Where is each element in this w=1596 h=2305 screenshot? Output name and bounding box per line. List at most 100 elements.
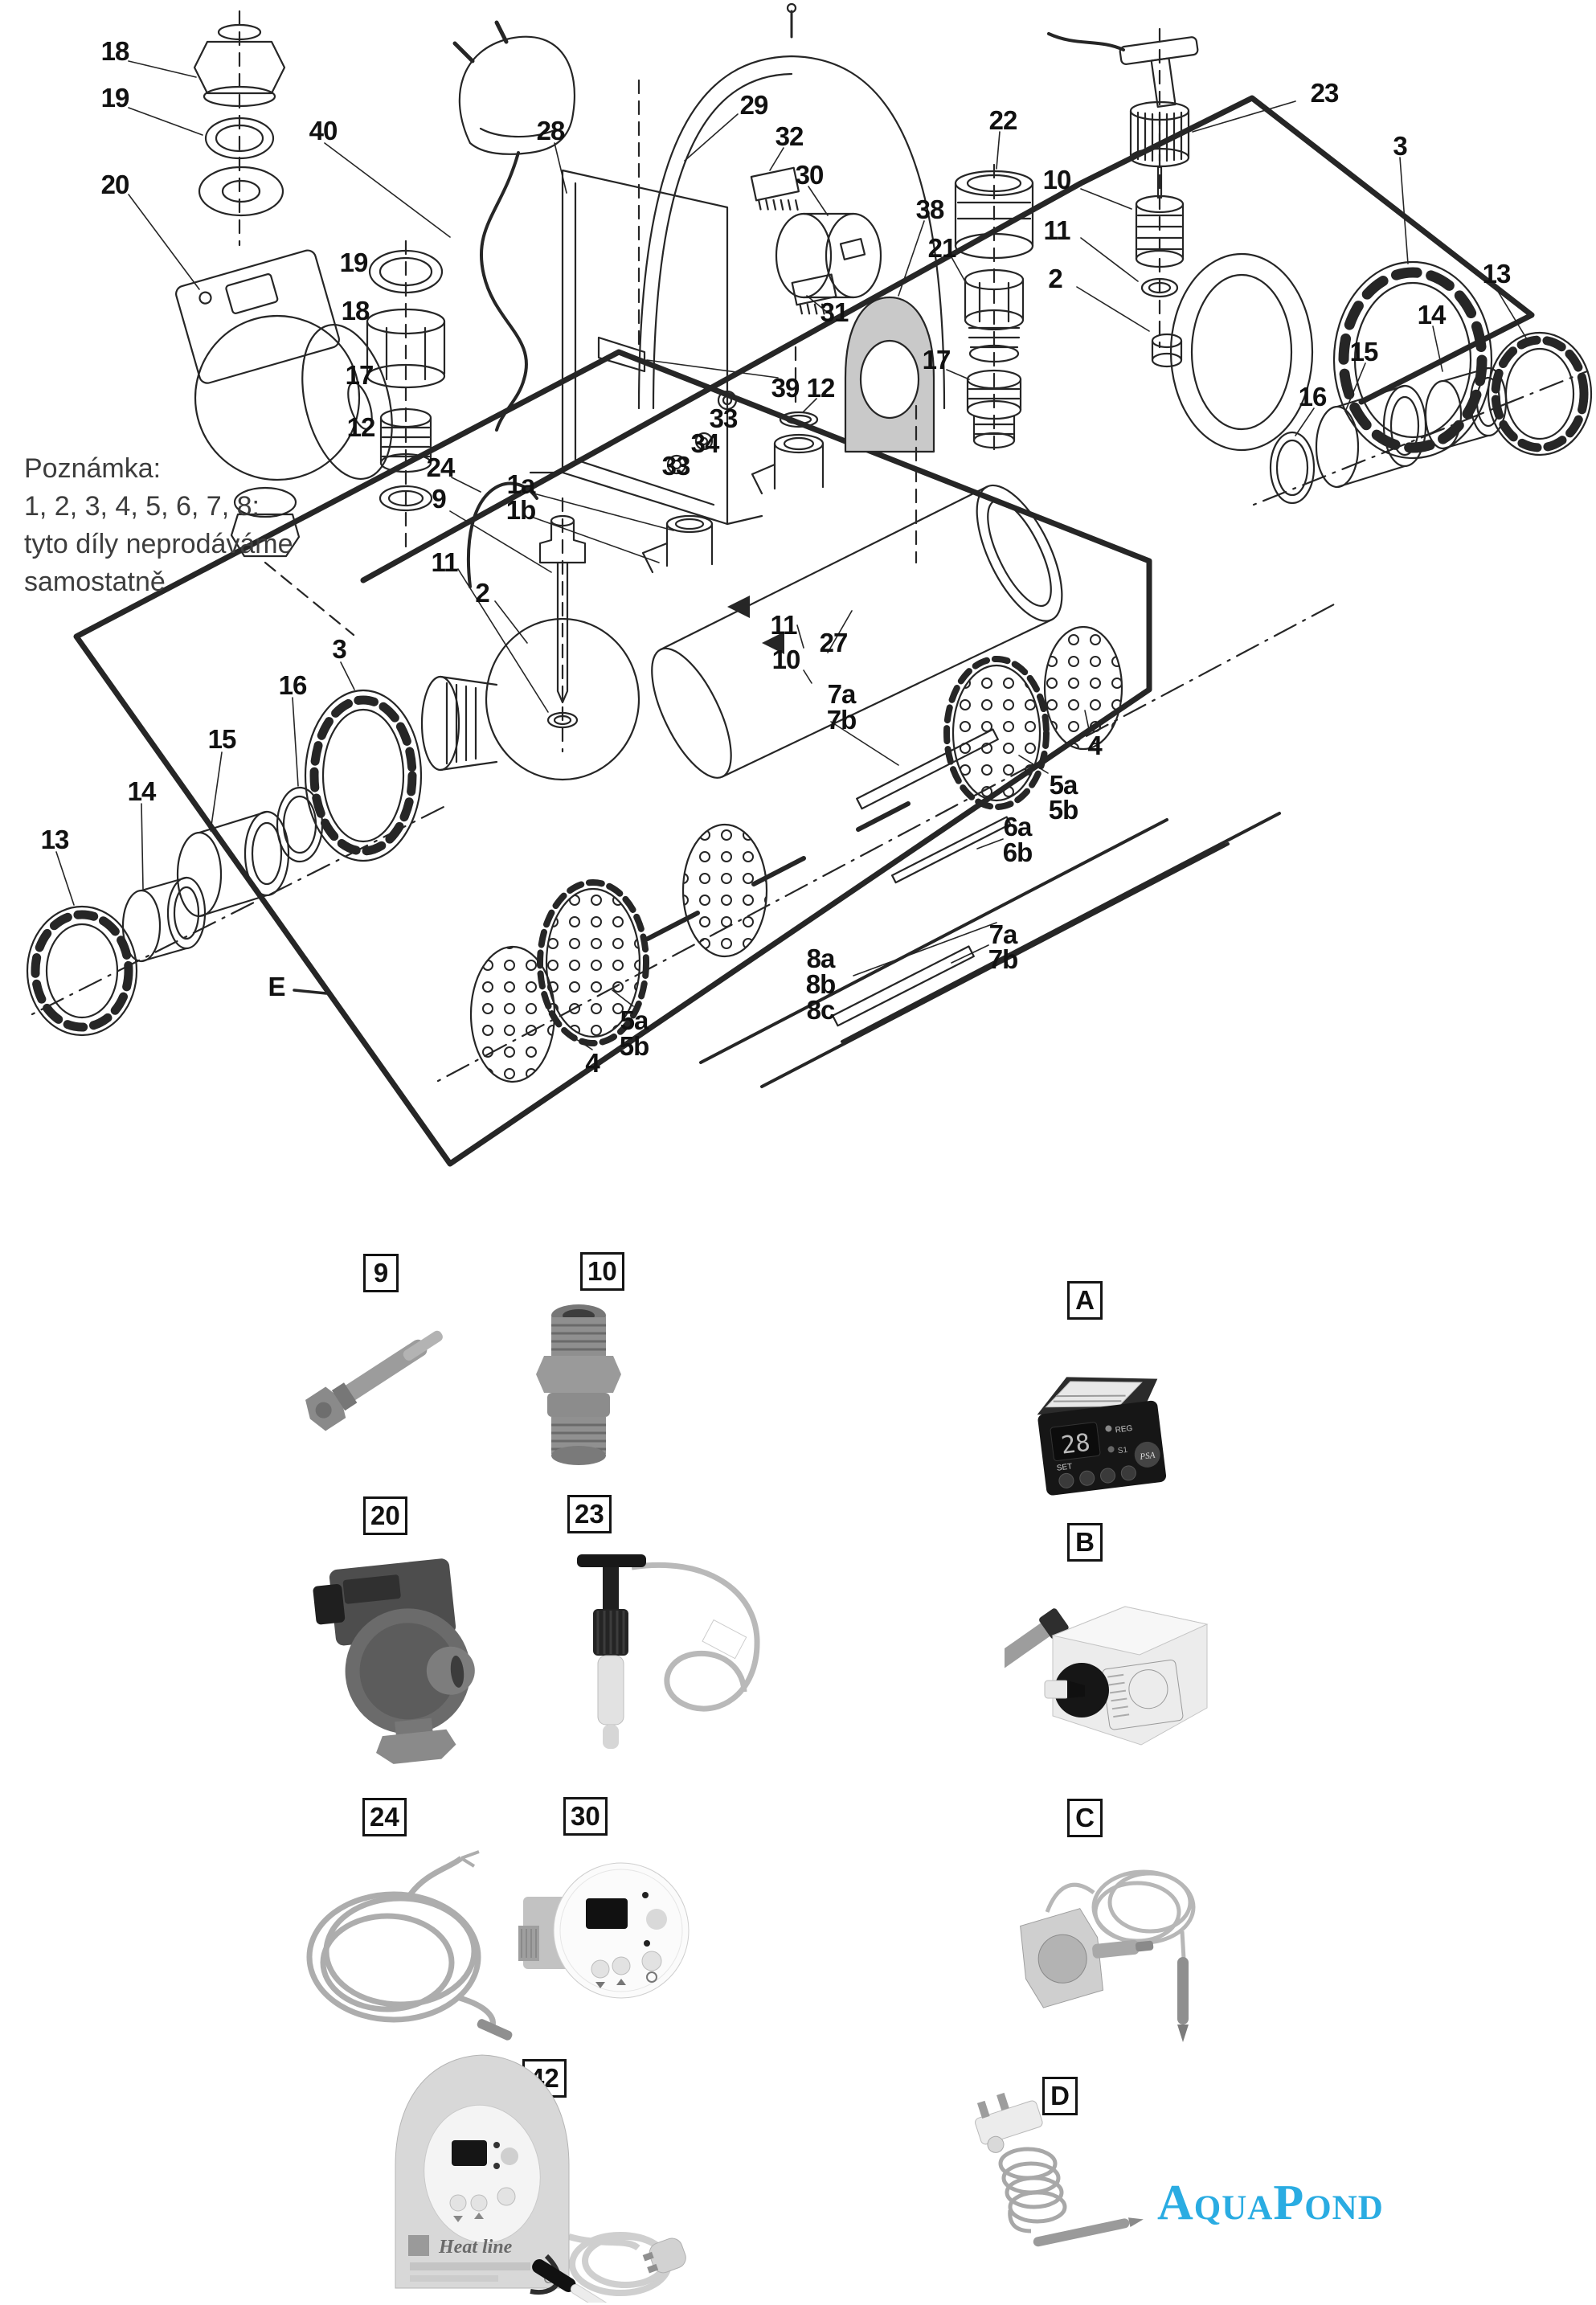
- callout-16: 16: [278, 670, 308, 700]
- callout-9: 9: [432, 484, 446, 514]
- callout-12: 12: [806, 373, 836, 403]
- callout-1b: 1b: [505, 495, 537, 525]
- callout-7b: 7b: [826, 705, 857, 735]
- callout-15: 15: [207, 724, 237, 754]
- callout-27: 27: [819, 628, 849, 657]
- part-label-C: C: [1067, 1799, 1103, 1837]
- right-adapter-set-drawing: [1252, 285, 1593, 506]
- callout-4: 4: [585, 1048, 600, 1078]
- callout-21: 21: [927, 233, 957, 263]
- brand-logo: AquaPond: [1157, 2176, 1384, 2230]
- callout-15: 15: [1349, 337, 1379, 366]
- callout-7a: 7a: [827, 679, 857, 709]
- callout-38: 38: [915, 194, 945, 224]
- part-label-23: 23: [567, 1495, 612, 1533]
- callout-11: 11: [770, 610, 798, 640]
- sensor-tap-drawing: [1047, 27, 1296, 349]
- callout-19: 19: [100, 83, 130, 113]
- callout-40: 40: [309, 116, 338, 145]
- callout-23: 23: [1310, 78, 1340, 108]
- callout-17: 17: [922, 345, 951, 375]
- callout-20: 20: [100, 170, 130, 199]
- callout-E: E: [268, 972, 285, 1001]
- part-label-30: 30: [563, 1797, 608, 1836]
- callout-18: 18: [341, 296, 370, 325]
- part-label-20: 20: [363, 1496, 407, 1535]
- callout-8a: 8a: [806, 944, 836, 973]
- callout-5a: 5a: [620, 1005, 649, 1035]
- note-line: tyto díly neprodáváme: [24, 529, 293, 559]
- callout-5b: 5b: [1048, 795, 1079, 825]
- callout-1a: 1a: [506, 469, 536, 499]
- part-label-B: B: [1067, 1523, 1103, 1562]
- callout-24: 24: [426, 452, 456, 482]
- part-photo-safety-thermostat: [975, 2092, 1144, 2247]
- part-photo-thermostat-box: [1005, 1606, 1209, 1746]
- svg-text:SET: SET: [1056, 1462, 1073, 1472]
- note-line: 1, 2, 3, 4, 5, 6, 7, 8:: [24, 491, 260, 522]
- callout-6a: 6a: [1003, 812, 1033, 841]
- callout-31: 31: [820, 297, 849, 327]
- note-line: samostatně: [24, 567, 166, 597]
- callout-8b: 8b: [805, 969, 837, 999]
- callout-16: 16: [1298, 382, 1328, 411]
- svg-text:REG: REG: [1115, 1424, 1133, 1435]
- part-label-9: 9: [363, 1254, 399, 1292]
- callout-7b: 7b: [988, 944, 1019, 974]
- rear-flange-right-drawing: [1151, 252, 1314, 452]
- callout-8c: 8c: [806, 995, 836, 1025]
- callout-13: 13: [40, 825, 70, 854]
- callout-39: 39: [771, 373, 800, 403]
- callout-5a: 5a: [1049, 770, 1078, 800]
- exploded-diagram: [26, 2, 1593, 1167]
- callout-7a: 7a: [988, 919, 1018, 949]
- callout-32: 32: [775, 121, 804, 151]
- part-photo-thermowell: [305, 1330, 443, 1431]
- e-leader: [293, 989, 328, 995]
- callout-29: 29: [739, 90, 769, 120]
- callout-2: 2: [1048, 264, 1062, 293]
- part-label-10: 10: [580, 1252, 624, 1291]
- electronics-drawing: [666, 147, 935, 475]
- callout-10: 10: [1042, 165, 1072, 194]
- svg-text:28: 28: [1059, 1429, 1091, 1460]
- callout-3: 3: [332, 634, 346, 664]
- callout-33: 33: [709, 403, 739, 433]
- cover-dome-drawing: [637, 2, 946, 410]
- callout-19: 19: [339, 248, 369, 277]
- callout-34: 34: [690, 428, 720, 458]
- callout-11: 11: [431, 547, 459, 577]
- callout-18: 18: [100, 36, 130, 66]
- part-photo-round-panel: [518, 1862, 690, 1999]
- callout-30: 30: [795, 160, 825, 190]
- pump-assembly-drawing: [128, 10, 393, 637]
- callout-3: 3: [1393, 131, 1407, 161]
- frame-e: [73, 349, 1152, 1167]
- part-photo-controller: 28 REG S1 SET PSA: [1037, 1377, 1167, 1496]
- frame-upper: [360, 95, 1535, 583]
- part-photo-adapter: [536, 1304, 621, 1465]
- note-block: Poznámka: 1, 2, 3, 4, 5, 6, 7, 8: tyto d…: [24, 450, 293, 601]
- callout-22: 22: [988, 105, 1018, 135]
- part-label-D: D: [1042, 2077, 1078, 2115]
- part-label-A: A: [1067, 1281, 1103, 1320]
- part-label-24: 24: [362, 1798, 407, 1836]
- coupling-ring-right-drawing: [1332, 157, 1493, 460]
- rear-flange-left-drawing: [420, 617, 640, 781]
- union-stack-drawing: [366, 240, 446, 548]
- callout-4: 4: [1087, 731, 1102, 760]
- part-photo-sensor: [577, 1554, 760, 1749]
- callout-5b: 5b: [619, 1031, 650, 1061]
- callout-14: 14: [127, 776, 157, 806]
- coupling-ring-left-drawing: [304, 689, 423, 862]
- callout-10: 10: [771, 645, 801, 674]
- callout-33: 33: [661, 451, 691, 481]
- tube-bundle-drawing: [436, 603, 1336, 1088]
- part-photo-heater-unit: Heat line CE: [395, 2054, 686, 2303]
- callout-28: 28: [536, 116, 566, 145]
- callout-12: 12: [346, 412, 376, 442]
- bracket-drawing: [529, 142, 779, 526]
- part-photo-pump: [313, 1558, 475, 1764]
- callout-17: 17: [345, 360, 374, 390]
